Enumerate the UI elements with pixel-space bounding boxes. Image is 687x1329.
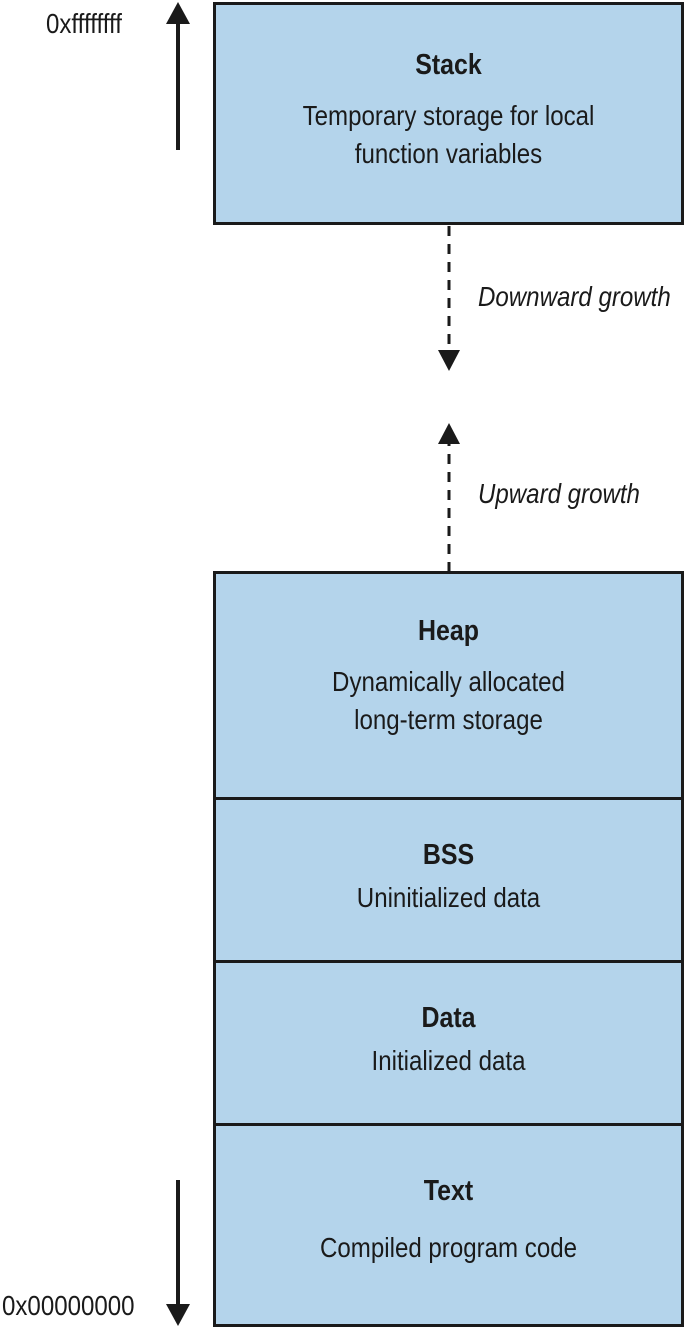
heap-title: Heap	[417, 615, 479, 647]
data-segment: Data Initialized data	[213, 960, 684, 1126]
upward-growth-arrow	[438, 423, 460, 572]
bss-description: Uninitialized data	[356, 881, 541, 913]
address-bottom-label: 0x00000000	[2, 1290, 135, 1321]
text-title: Text	[423, 1175, 474, 1207]
address-top-label: 0xffffffff	[46, 8, 122, 39]
downward-growth-label: Downward growth	[478, 281, 671, 312]
stack-description: Temporary storage for local function var…	[302, 99, 595, 170]
text-segment: Text Compiled program code	[213, 1123, 684, 1327]
data-description: Initialized data	[371, 1044, 526, 1076]
heap-description: Dynamically allocated long-term storage	[332, 665, 565, 736]
text-description: Compiled program code	[320, 1231, 577, 1263]
data-title: Data	[421, 1002, 476, 1034]
bss-title: BSS	[422, 839, 475, 871]
bss-segment: BSS Uninitialized data	[213, 797, 684, 963]
upward-growth-label: Upward growth	[478, 478, 640, 509]
address-up-arrow	[166, 2, 190, 150]
address-down-arrow	[166, 1180, 190, 1326]
downward-growth-arrow	[438, 226, 460, 371]
heap-segment: Heap Dynamically allocated long-term sto…	[213, 571, 684, 800]
stack-title: Stack	[415, 49, 482, 81]
stack-segment: Stack Temporary storage for local functi…	[213, 2, 684, 225]
